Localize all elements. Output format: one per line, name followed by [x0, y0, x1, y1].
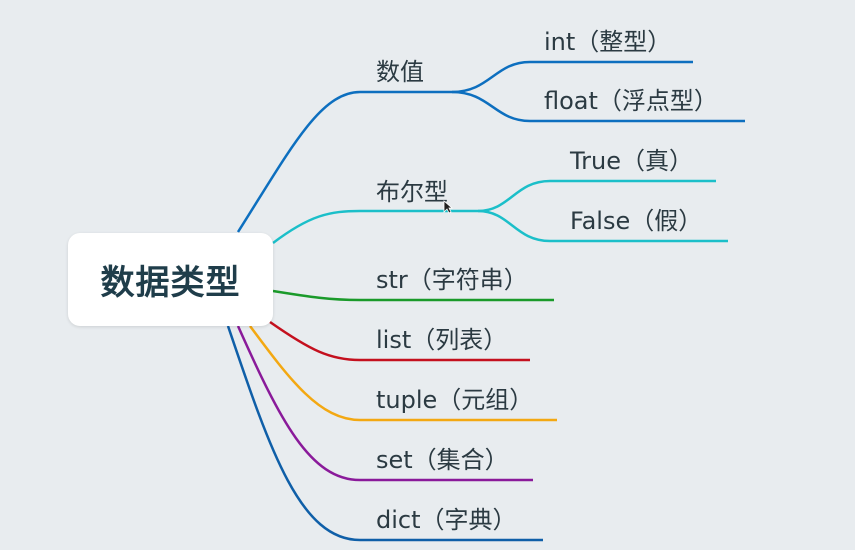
connector-dict	[226, 325, 543, 542]
connector-str	[272, 289, 554, 302]
connector-int	[451, 60, 693, 94]
node-false[interactable]: False（假）	[570, 207, 703, 235]
root-node-label: 数据类型	[100, 263, 241, 303]
node-shuzhi[interactable]: 数值	[376, 58, 424, 86]
node-int[interactable]: int（整型）	[544, 28, 672, 56]
connector-shuzhi	[236, 90, 452, 233]
connector-bool	[272, 209, 478, 244]
connector-true	[477, 179, 716, 213]
node-list[interactable]: list（列表）	[376, 326, 508, 354]
mouse-cursor-icon	[443, 200, 453, 214]
connector-float	[451, 90, 745, 123]
root-node[interactable]: 数据类型	[68, 233, 273, 326]
connector-set	[236, 325, 533, 482]
connector-list	[269, 320, 530, 362]
connector-false	[477, 209, 728, 243]
node-str[interactable]: str（字符串）	[376, 266, 528, 294]
node-dict[interactable]: dict（字典）	[376, 506, 517, 534]
node-tuple[interactable]: tuple（元组）	[376, 386, 534, 414]
node-true[interactable]: True（真）	[570, 147, 693, 175]
connector-tuple	[248, 325, 557, 422]
node-set[interactable]: set（集合）	[376, 446, 509, 474]
node-bool[interactable]: 布尔型	[376, 178, 448, 206]
node-float[interactable]: float（浮点型）	[544, 87, 718, 115]
